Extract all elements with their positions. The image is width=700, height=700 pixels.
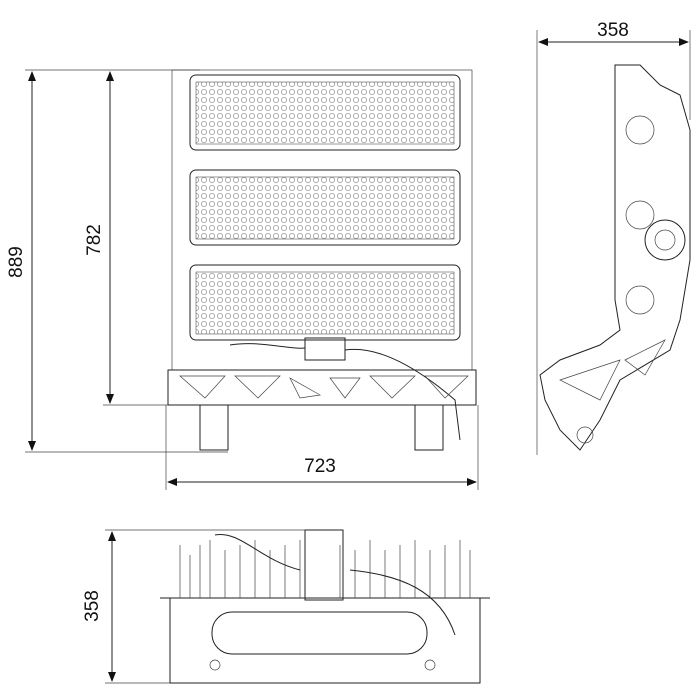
dimension-889: 889: [6, 69, 228, 453]
dimension-782: 782: [84, 71, 168, 406]
led-panel-top: [189, 74, 461, 151]
led-panel-middle: [189, 169, 461, 246]
driver-box: [304, 337, 346, 361]
led-panel-bottom: [189, 264, 461, 341]
front-view: [167, 69, 477, 451]
dimension-label-358-side: 358: [597, 20, 629, 41]
bottom-view: 358: [82, 529, 490, 684]
dimension-label-723: 723: [304, 456, 336, 477]
side-view: 358: [536, 20, 691, 455]
dimension-label-782: 782: [84, 224, 105, 256]
dimension-723: 723: [165, 405, 479, 490]
mounting-bracket: [167, 369, 477, 451]
dimension-label-889: 889: [6, 246, 27, 278]
dimension-label-358-bottom: 358: [82, 590, 103, 622]
